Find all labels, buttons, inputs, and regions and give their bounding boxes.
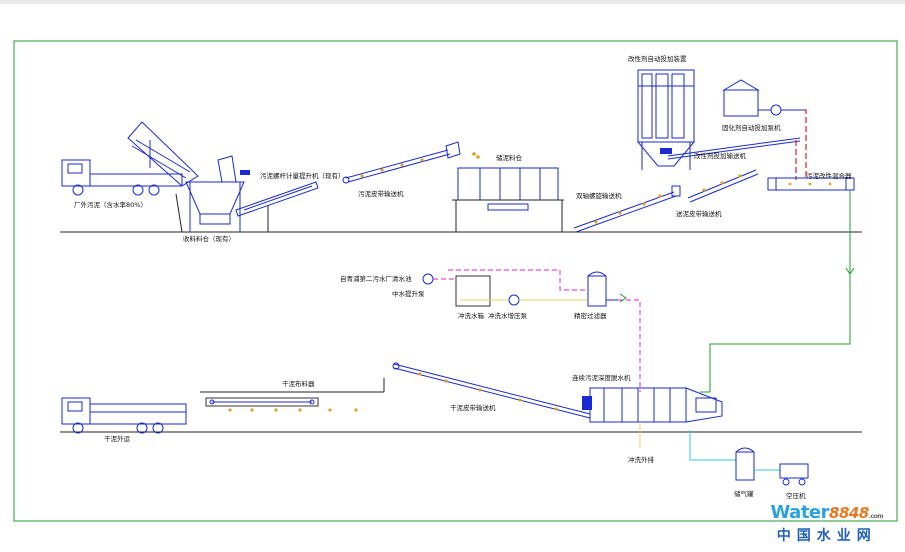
watermark-brand: Water [770,502,830,523]
label-air-tank: 储气罐 [734,489,754,498]
wash-water-tank [455,275,491,307]
dump-truck-bottom [61,397,187,434]
screw-lift-conveyor [235,181,319,232]
label-sludge-belt-2: 送泥皮带输送机 [676,209,722,218]
label-dewater: 连续污泥深度脱水机 [572,373,631,382]
label-mid-pump: 中水提升泵 [392,289,425,298]
watermark-logo: Water8848.com 中国水业网 [770,502,884,545]
label-modifier-conveyor: 改性剂投加输送机 [694,151,747,160]
solidifier-tank [722,79,804,117]
top-strip [0,0,905,4]
diagram-frame [13,40,898,522]
modifier-dosing-conveyor [667,137,801,160]
sludge-storage-bin [452,167,564,232]
label-solidifier-pump: 固化剂自动投加泵机 [722,123,781,132]
label-mixer: 污泥改性混合器 [806,171,852,180]
air-receiver-tank [735,447,780,481]
label-storage-bin: 储泥料仓 [496,153,523,162]
dewatering-machine [582,387,723,423]
air-line [689,430,736,461]
sludge-mixer [767,177,855,191]
label-dry-storage: 干泥布料器 [282,379,315,388]
label-dry-belt: 干泥皮带输送机 [450,403,496,412]
label-water-source: 自青浦第二污水厂清水池 [340,274,412,283]
dosing-line-red [804,109,807,180]
label-flush-out: 冲洗外排 [628,455,655,464]
label-compressor: 空压机 [786,491,806,500]
watermark-cn: 中国水业网 [776,528,877,544]
air-compressor [779,463,809,486]
mid-water-pump [422,273,456,285]
label-receiving-bin: 收料料仓（现有） [183,234,235,243]
label-twin-screw: 双轴螺旋输送机 [576,191,622,200]
dry-sludge-spreader [200,378,385,412]
sludge-belt-conveyor-1 [342,141,480,184]
wash-water-line [448,269,586,291]
label-truck-sludge: 厂外污泥（含水率80%） [74,200,147,209]
label-booster-pump: 冲洗水增压泵 [488,311,528,320]
label-dry-out: 干泥外运 [104,434,131,443]
modifier-dosing-silo [636,69,696,170]
label-modifier-device: 改性剂自动投加装置 [628,54,687,63]
watermark-number: 8848 [829,504,869,522]
twin-screw-conveyor [573,185,681,233]
label-filter: 精密过滤器 [574,311,607,320]
sludge-belt-conveyor-2 [687,169,759,203]
label-screw-lift: 污泥螺杆计量提升机（现有） [260,171,345,180]
dump-truck-top [61,121,199,196]
watermark-domain: .com [868,513,884,520]
receiving-bin [185,155,250,232]
label-wash-tank: 冲洗水箱 [458,311,485,320]
dry-sludge-belt-conveyor [392,362,591,419]
label-belt-conveyor-1: 污泥皮带输送机 [358,189,404,198]
booster-pump [490,294,588,306]
sludge-flow-line [700,190,851,393]
precision-filter [587,271,618,307]
